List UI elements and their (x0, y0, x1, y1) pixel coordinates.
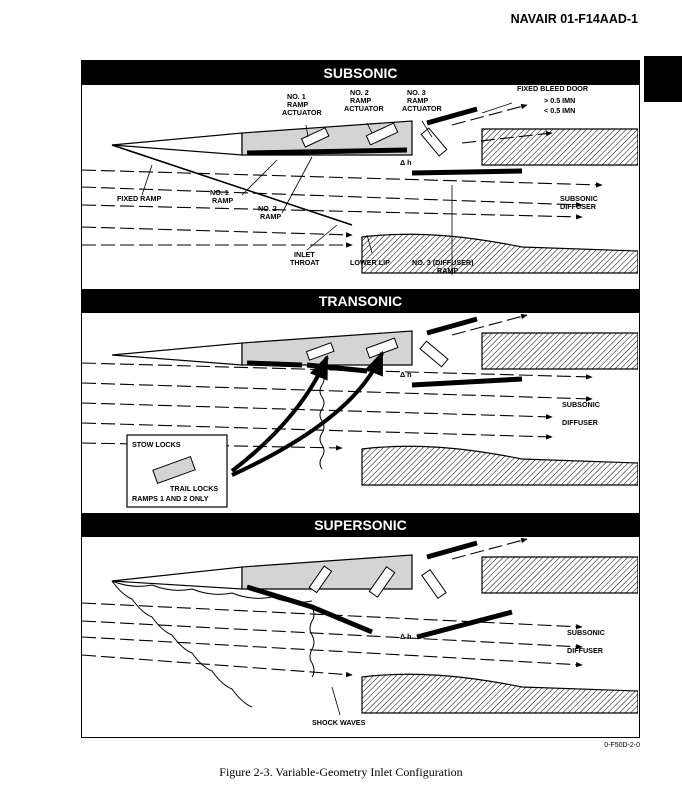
ramp2-label-line2: RAMP (260, 212, 281, 221)
section-tab (644, 56, 682, 102)
ramp-1-plate (246, 360, 303, 368)
diffuser-ramp-line1: NO. 3 (DIFFUSER) (412, 258, 474, 267)
lower-lip-shape (361, 233, 638, 274)
shock-leader (331, 686, 341, 716)
inset-pointer-1 (230, 354, 329, 473)
ramp1-label-line2: RAMP (212, 196, 233, 205)
lower-lip-shape (361, 445, 638, 486)
subsonic-panel: NO. 1 RAMP ACTUATOR NO. 2 RAMP ACTUATOR … (82, 85, 639, 290)
fixed-bleed-door (426, 106, 478, 126)
ramp-actuators (308, 565, 447, 600)
ramp3-actuator-line1: NO. 3 (407, 88, 426, 97)
ramp2-label-line1: NO. 2 (258, 204, 277, 213)
ramp-3-plate (411, 376, 523, 388)
flow-lines (82, 537, 583, 678)
bleed-door (426, 316, 478, 336)
transonic-banner: TRANSONIC (82, 289, 639, 313)
delta-h-label: Δ h (400, 158, 412, 167)
diffuser-ramp-line2: RAMP (437, 266, 458, 275)
figure-caption: Figure 2-3. Variable-Geometry Inlet Conf… (219, 765, 463, 779)
ramp2-actuator-line1: NO. 2 (350, 88, 369, 97)
leader-lines (141, 102, 513, 275)
ramp1-label-line1: NO. 1 (210, 188, 229, 197)
trail-locks-label: TRAIL LOCKS (170, 484, 218, 493)
ramp3-actuator-line3: ACTUATOR (402, 104, 442, 113)
bleed-door (426, 540, 478, 560)
lower-lip-shape (361, 673, 638, 714)
fixed-ramp-label: FIXED RAMP (117, 194, 162, 203)
fixed-ramp-shape (111, 342, 243, 366)
diffuser-label: DIFFUSER (562, 418, 599, 427)
upper-duct-wall (481, 556, 638, 594)
diffuser-label: DIFFUSER (567, 646, 604, 655)
upper-duct-wall (481, 332, 638, 370)
shock-waves (111, 580, 315, 708)
ramp-actuators (300, 122, 448, 157)
ramp1-actuator-line2: RAMP (287, 100, 308, 109)
ramp2-actuator-line2: RAMP (350, 96, 371, 105)
inlet-throat-line1: INLET (294, 250, 315, 259)
actuator-housing (241, 120, 413, 156)
ramp1-actuator-line3: ACTUATOR (282, 108, 322, 117)
subsonic-label: SUBSONIC (567, 628, 605, 637)
inlet-throat-line2: THROAT (290, 258, 320, 267)
flow-lines (82, 313, 593, 451)
inset-pointer-2 (231, 350, 384, 477)
ramp3-actuator-line2: RAMP (407, 96, 428, 105)
fixed-bleed-door-label: FIXED BLEED DOOR (517, 85, 589, 93)
lower-lip-label: LOWER LIP (350, 258, 390, 267)
ramp-3-plate (411, 168, 523, 176)
shock-waves-label: SHOCK WAVES (312, 718, 366, 727)
ramp-3-plate (416, 609, 513, 640)
ramp-1-2-plate (246, 147, 408, 156)
document-code: NAVAIR 01-F14AAD-1 (510, 12, 638, 26)
ramp1-actuator-line1: NO. 1 (287, 92, 306, 101)
flow-lines (82, 103, 603, 248)
stow-locks-label: STOW LOCKS (132, 440, 181, 449)
ramps-note-label: RAMPS 1 AND 2 ONLY (132, 494, 209, 503)
subsonic-label: SUBSONIC (562, 400, 600, 409)
transonic-panel: STOW LOCKS TRAIL LOCKS RAMPS 1 AND 2 ONL… (82, 313, 639, 513)
shock-line (111, 144, 353, 226)
subsonic-banner: SUBSONIC (82, 61, 639, 85)
upper-duct-wall (481, 128, 638, 166)
ramp-1-2-plate (246, 584, 373, 635)
subsonic-diffuser-line2: DIFFUSER (560, 202, 597, 211)
inset-actuator (152, 455, 196, 485)
below-imn-label: < 0.5 IMN (544, 106, 575, 115)
supersonic-banner: SUPERSONIC (82, 513, 639, 537)
supersonic-panel: Δ h SUBSONIC DIFFUSER SHOCK WAVES (82, 537, 639, 737)
subsonic-diffuser-line1: SUBSONIC (560, 194, 598, 203)
delta-h-label: Δ h (400, 632, 412, 641)
figure-frame: SUBSONIC (81, 60, 640, 738)
ramp2-actuator-line3: ACTUATOR (344, 104, 384, 113)
above-imn-label: > 0.5 IMN (544, 96, 575, 105)
delta-h-label: Δ h (400, 370, 412, 379)
shock-wave (319, 372, 325, 470)
figure-id: 0-F50D-2-0 (604, 742, 640, 749)
